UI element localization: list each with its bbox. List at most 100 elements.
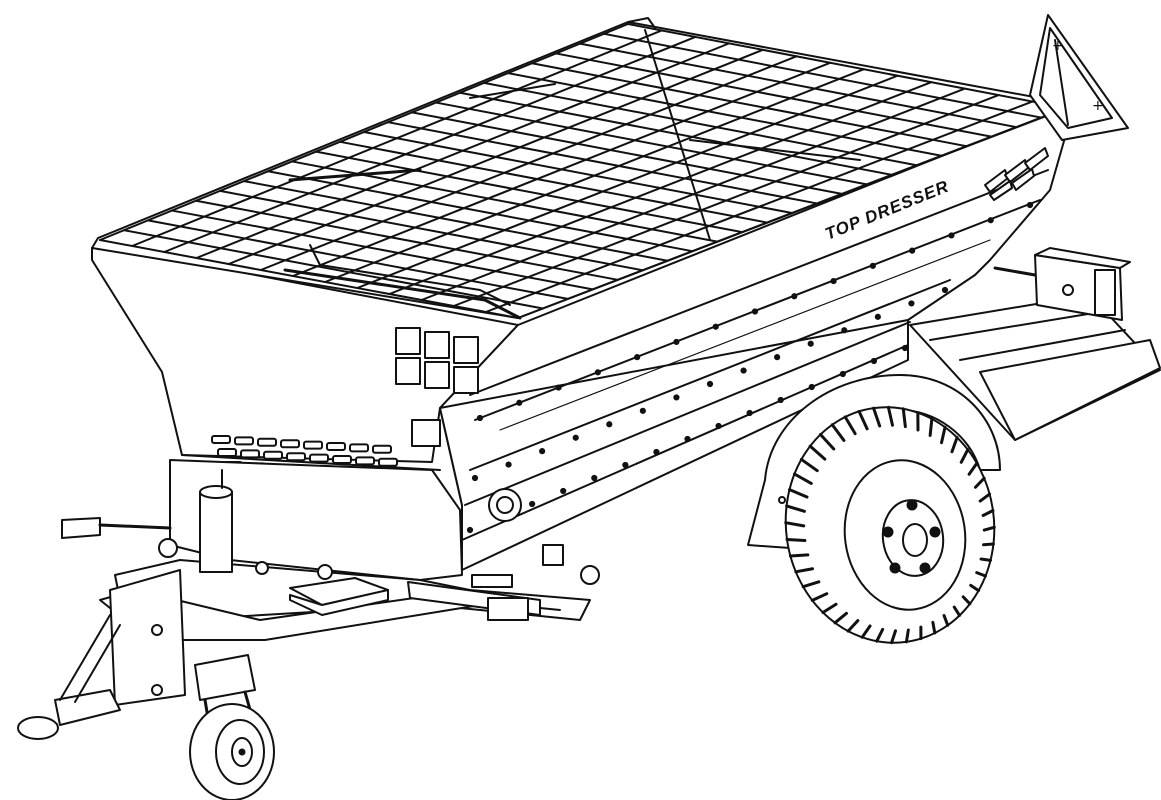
vent-slot xyxy=(309,453,329,463)
chassis-front-box xyxy=(169,459,463,581)
hitch-tongue xyxy=(54,689,121,726)
bolt xyxy=(673,394,680,401)
svg-text:+: + xyxy=(1052,38,1064,54)
vent-slot xyxy=(286,452,306,462)
bolt xyxy=(774,354,781,361)
tread-mark xyxy=(973,476,986,489)
hopper-side-skirt xyxy=(439,319,909,571)
bolt xyxy=(740,367,747,374)
svg-text:+: + xyxy=(1092,98,1104,114)
bolt xyxy=(560,487,567,495)
tread-mark xyxy=(810,592,829,602)
tread-mark xyxy=(821,602,838,614)
bolt xyxy=(622,461,629,469)
vent-slot xyxy=(378,457,398,467)
grid-line xyxy=(163,35,697,253)
tread-mark xyxy=(785,504,806,513)
grid-line xyxy=(147,219,569,300)
bolt xyxy=(874,313,881,320)
grid-line xyxy=(483,81,918,167)
bolt xyxy=(684,435,691,443)
vent-slot xyxy=(211,435,231,444)
rear-chute xyxy=(909,247,1161,441)
tread-mark xyxy=(959,448,970,464)
grid-line xyxy=(171,209,594,291)
grid-line xyxy=(388,81,933,295)
tread-mark xyxy=(952,605,961,617)
tread-mark xyxy=(843,415,857,436)
vent-slot xyxy=(280,439,300,449)
bolt xyxy=(908,300,915,307)
grid-line xyxy=(531,62,968,148)
vent-slot xyxy=(372,444,392,454)
bolt xyxy=(1026,201,1034,209)
bolt xyxy=(715,422,722,430)
tread-mark xyxy=(978,492,992,503)
grid-line xyxy=(484,100,1034,313)
grid-line xyxy=(99,239,519,319)
bolt xyxy=(591,474,598,482)
tread-mark xyxy=(794,567,815,574)
tread-mark xyxy=(872,406,882,428)
grid-line xyxy=(219,189,644,272)
vent-slot xyxy=(234,436,254,446)
bolt xyxy=(808,383,815,391)
screen-frame-details xyxy=(283,17,861,320)
bolt xyxy=(839,370,846,378)
grid-line xyxy=(339,140,769,224)
tread-mark xyxy=(833,611,848,625)
hitch-plate xyxy=(109,569,186,706)
bolt xyxy=(869,262,876,269)
tread-mark xyxy=(961,595,972,606)
bolt xyxy=(746,409,753,417)
bolt xyxy=(712,323,719,330)
bolt xyxy=(909,247,916,254)
bolt xyxy=(476,414,484,422)
tread-mark xyxy=(819,433,836,451)
grid-line xyxy=(517,107,1067,319)
grid-line xyxy=(291,61,832,277)
grid-line xyxy=(507,72,943,157)
front-panel-details xyxy=(181,327,479,480)
grid-line xyxy=(195,42,731,259)
tread-mark xyxy=(981,509,995,517)
bolt xyxy=(594,369,601,376)
tread-mark xyxy=(886,405,894,427)
bolt xyxy=(606,421,613,428)
main-wheel-assembly xyxy=(747,374,1001,645)
grid-line xyxy=(387,121,818,205)
tread-mark xyxy=(950,436,959,454)
grid-line xyxy=(420,87,966,301)
grid-line xyxy=(267,170,694,253)
bolt xyxy=(791,293,798,300)
bolt xyxy=(751,308,759,315)
hopper-screen-grid xyxy=(99,23,1067,319)
bolt xyxy=(673,338,680,346)
vent-slot xyxy=(349,443,369,453)
caster-wheel-assembly xyxy=(189,654,275,800)
vent-slot xyxy=(257,437,277,447)
tread-mark xyxy=(942,614,950,627)
bolt xyxy=(841,327,848,334)
bolt xyxy=(516,399,523,406)
tread-mark xyxy=(785,537,807,543)
bolt xyxy=(539,448,546,455)
grid-line xyxy=(363,131,793,214)
bolt xyxy=(653,448,660,456)
bolt xyxy=(777,396,784,404)
bolt xyxy=(901,344,909,352)
bolt xyxy=(555,384,562,391)
tread-mark xyxy=(979,557,993,562)
tread-mark xyxy=(792,472,813,485)
bolt xyxy=(987,217,994,224)
tread-mark xyxy=(801,580,821,589)
bolt xyxy=(948,232,955,239)
tread-mark xyxy=(788,553,810,558)
hitch-eye xyxy=(17,716,59,740)
tread-mark xyxy=(808,444,827,461)
bolt xyxy=(505,461,512,468)
grid-line xyxy=(435,101,868,186)
bolt xyxy=(466,526,474,534)
